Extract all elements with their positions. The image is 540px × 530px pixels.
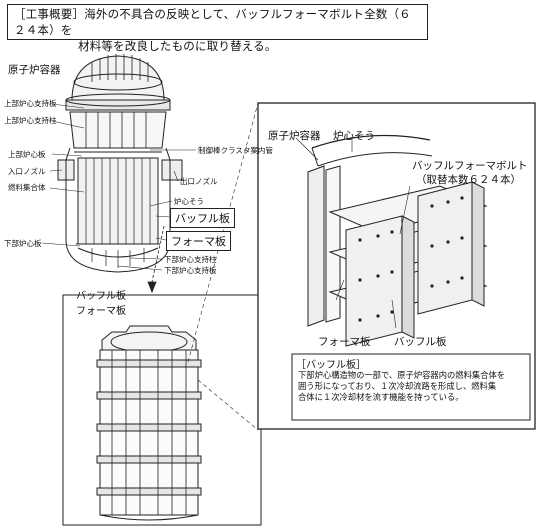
reactor-vessel-drawing bbox=[57, 54, 183, 273]
label-core-barrel: 炉心そう bbox=[174, 197, 204, 206]
explanation-line-2: 囲う形になっており、１次冷却流路を形成し、燃料集 bbox=[298, 381, 497, 391]
work-summary-box: ［工事概要］海外の不具合の反映として、バッフルフォーマボルト全数（６２４本）を … bbox=[7, 4, 428, 53]
reactor-vessel-title: 原子炉容器 bbox=[8, 64, 61, 76]
detail-label-former: フォーマ板 bbox=[318, 336, 371, 348]
detail-label-baffle: バッフル板 bbox=[394, 336, 447, 348]
callout-arrow bbox=[147, 225, 165, 294]
label-upper-core-plate: 上部炉心板 bbox=[8, 150, 46, 159]
summary-line-2: 材料等を改良したものに取り替える。 bbox=[78, 39, 277, 53]
detail-label-bolt-count: （取替本数６２４本） bbox=[416, 174, 521, 186]
label-lower-core-plate: 下部炉心板 bbox=[4, 239, 42, 248]
explanation-frame bbox=[291, 353, 531, 421]
label-baffle-plate: バッフル板 bbox=[170, 208, 235, 228]
detail-label-barrel: 炉心そう bbox=[333, 130, 375, 142]
detail-label-bolt: バッフルフォーマボルト bbox=[412, 160, 528, 172]
summary-line-1: ［工事概要］海外の不具合の反映として、バッフルフォーマボルト全数（６２４本）を bbox=[14, 7, 411, 37]
detail-label-vessel: 原子炉容器 bbox=[268, 130, 321, 142]
baffle-former-assembly-drawing bbox=[96, 325, 202, 521]
detail-drawing bbox=[307, 134, 488, 347]
explanation-line-1: 下部炉心構造物の一部で、原子炉容器内の燃料集合体を bbox=[298, 370, 506, 380]
assembly-label-former: フォーマ板 bbox=[76, 306, 126, 317]
label-fuel-assembly: 燃料集合体 bbox=[8, 183, 46, 192]
label-lower-core-support-plate: 下部炉心支持板 bbox=[164, 266, 217, 275]
label-upper-core-support-column: 上部炉心支持柱 bbox=[4, 116, 57, 125]
explanation-title: ［バッフル板］ bbox=[296, 360, 366, 371]
label-control-rod-guide: 制御棒クラスタ案内管 bbox=[198, 146, 273, 155]
label-inlet-nozzle: 入口ノズル bbox=[8, 167, 46, 176]
leader-lines bbox=[41, 103, 196, 271]
detail-leaders bbox=[295, 137, 411, 329]
label-outlet-nozzle: 出口ノズル bbox=[180, 177, 218, 186]
label-lower-core-support-column: 下部炉心支持柱 bbox=[164, 255, 217, 264]
explanation-line-3: 合体に１次冷却材を流す機能を持っている。 bbox=[298, 392, 464, 402]
assembly-label-baffle: バッフル板 bbox=[76, 291, 126, 302]
label-former-plate: フォーマ板 bbox=[166, 231, 231, 251]
label-upper-core-support-plate: 上部炉心支持板 bbox=[4, 99, 57, 108]
